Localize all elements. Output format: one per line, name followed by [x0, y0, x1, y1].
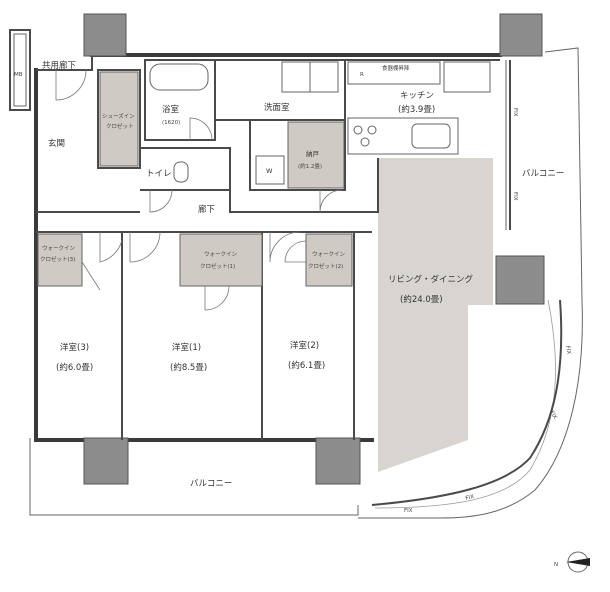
- label-yoshitsu1-size: (約8.5畳): [170, 362, 207, 373]
- ldk-door: [319, 189, 343, 213]
- label-shokki: 食器棚昇降: [382, 64, 410, 72]
- label-shoes-closet-2: クロゼット: [106, 122, 134, 130]
- entrance-wall: [36, 55, 93, 71]
- walk-in-closet-3: [37, 233, 83, 287]
- column-top-right: [499, 13, 543, 57]
- column-bottom-left: [83, 437, 129, 485]
- bedroom3-door: [99, 232, 123, 263]
- kitchen-fridge: [443, 61, 491, 93]
- label-fix-3: FIX: [564, 345, 571, 355]
- label-toilet: トイレ: [146, 169, 172, 179]
- label-wic1-2: クロゼット(1): [200, 262, 235, 270]
- column-mid-right: [495, 255, 545, 305]
- label-yoshitsu1: 洋室(1): [172, 342, 201, 353]
- label-wic2-1: ウォークイン: [312, 250, 346, 258]
- label-ldk-size: (約24.0畳): [400, 294, 443, 305]
- stove-burner-2: [367, 125, 377, 135]
- label-yoshitsu2-size: (約6.1畳): [288, 360, 325, 371]
- label-roka: 廊下: [198, 204, 216, 215]
- kitchen-counter-back: [347, 61, 441, 85]
- shoes-closet-wall: [97, 69, 141, 169]
- label-wic3-2: クロゼット(3): [40, 255, 75, 263]
- stove-burner-1: [353, 125, 363, 135]
- label-wic1-1: ウォークイン: [204, 250, 238, 258]
- entrance-door: [55, 69, 87, 101]
- label-compass-n: N: [554, 562, 558, 568]
- label-yokushitsu-size: (1620): [162, 120, 180, 126]
- label-senmenshitsu: 洗面室: [264, 102, 290, 113]
- label-fix-2: FIX: [512, 192, 518, 201]
- label-balcony-right: バルコニー: [522, 169, 564, 179]
- kitchen-sink: [411, 123, 451, 149]
- washer-space: [255, 155, 285, 185]
- mb-box: [9, 29, 31, 111]
- toilet-door: [149, 189, 173, 213]
- label-nando-size: (約1.2畳): [298, 162, 322, 170]
- label-kitchen-size: (約3.9畳): [398, 104, 435, 115]
- label-genkan: 玄関: [48, 138, 65, 149]
- walk-in-closet-1: [179, 233, 263, 287]
- label-fix-1: FIX: [512, 108, 518, 117]
- toilet-bowl: [173, 161, 189, 183]
- balcony-rail-right: [374, 299, 556, 509]
- nando-wall: [249, 119, 346, 191]
- bedroom1-door: [129, 231, 161, 263]
- wic3-door: [81, 261, 101, 291]
- curved-window: [371, 299, 563, 506]
- label-yoshitsu3: 洋室(3): [60, 342, 89, 353]
- wic2-door: [284, 240, 307, 263]
- label-wic2-2: クロゼット(2): [308, 262, 343, 270]
- storage-nando: [287, 121, 345, 189]
- label-fix-5: FIX: [465, 494, 475, 502]
- bedroom2-door: [269, 231, 301, 263]
- label-w: W: [266, 167, 273, 175]
- label-mb: MB: [14, 72, 23, 78]
- label-yokushitsu: 浴室: [162, 104, 180, 115]
- compass-needle-icon: [566, 558, 590, 566]
- label-kyoyo-roka: 共用廊下: [42, 60, 77, 71]
- column-top-left: [83, 13, 127, 57]
- label-fix-6: FIX: [404, 508, 413, 514]
- kitchen-island: [347, 117, 459, 155]
- label-r: R: [360, 72, 364, 78]
- stove-burner-3: [360, 137, 370, 147]
- living-dining-floor: [378, 158, 493, 472]
- label-balcony-bottom: バルコニー: [190, 479, 232, 489]
- column-bottom-mid: [315, 437, 361, 485]
- balcony-outline-bottom: [29, 438, 359, 516]
- shoes-in-closet: [99, 71, 139, 167]
- label-yoshitsu3-size: (約6.0畳): [56, 362, 93, 373]
- kitchen-cabinets-top: [281, 61, 339, 93]
- mb-box-inner: [13, 33, 27, 107]
- corridor-wall-top: [36, 158, 379, 213]
- toilet-wall: [140, 147, 231, 191]
- label-fix-4: FIX: [548, 410, 558, 421]
- label-wic3-1: ウォークイン: [42, 244, 76, 252]
- label-nando: 納戸: [306, 149, 320, 158]
- bath-wall: [144, 59, 216, 141]
- bath-door: [189, 117, 213, 141]
- label-shoes-closet-1: シューズイン: [102, 112, 135, 120]
- label-kitchen: キッチン: [400, 91, 434, 101]
- balcony-outline-right: [358, 47, 583, 519]
- bathtub: [149, 63, 209, 91]
- walk-in-closet-2: [305, 233, 353, 287]
- label-ldk: リビング・ダイニング: [388, 274, 474, 285]
- label-yoshitsu2: 洋室(2): [290, 340, 319, 351]
- wic1-door: [204, 285, 230, 311]
